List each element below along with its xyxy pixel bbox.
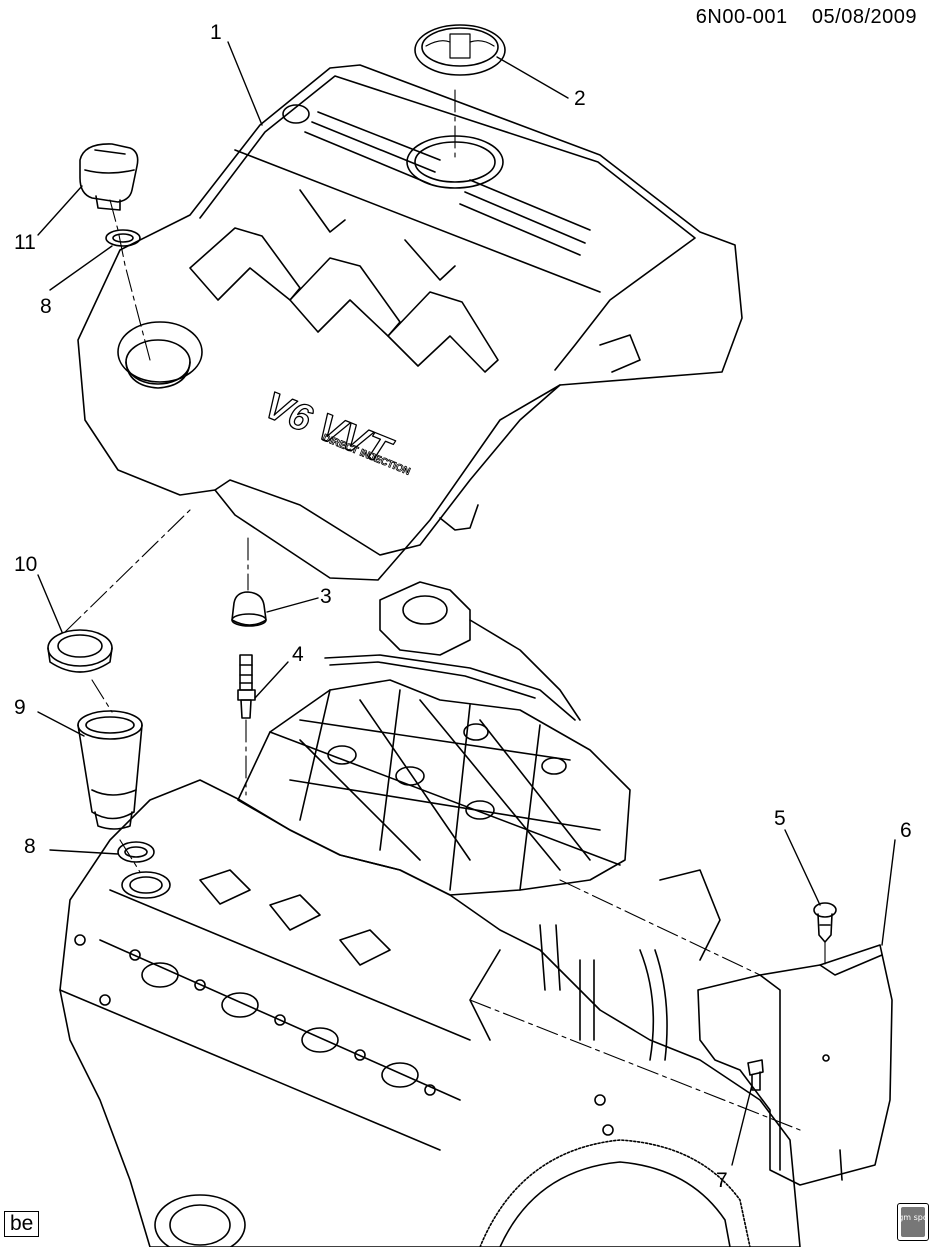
cover-isolator (231, 591, 267, 627)
emblem (414, 24, 506, 76)
callout-8-lower: 8 (24, 835, 36, 858)
callout-9: 9 (14, 696, 26, 719)
intake-manifold (237, 581, 631, 896)
callout-6: 6 (900, 819, 912, 842)
oil-fill-cap (79, 143, 139, 211)
oil-cap-seal-upper (105, 229, 141, 247)
callout-11: 11 (14, 231, 36, 254)
shield-bolt (747, 1059, 764, 1091)
assembly-lines (64, 89, 826, 1131)
diagram-header: 6N00-001 05/08/2009 (696, 6, 917, 29)
leader-lines (37, 41, 896, 1166)
callout-4: 4 (292, 643, 304, 666)
gm-spo-logo-text: gm spo (898, 1213, 928, 1222)
push-pin-retainer (813, 902, 837, 943)
view-code-box: be (4, 1210, 40, 1237)
engine-block (59, 779, 801, 1247)
oil-fill-tube (77, 710, 143, 830)
callout-2: 2 (574, 87, 586, 110)
callout-5: 5 (774, 807, 786, 830)
callout-10: 10 (14, 553, 38, 576)
callout-3: 3 (320, 585, 332, 608)
cover-stud (237, 654, 256, 719)
callout-1: 1 (210, 21, 222, 44)
callout-7: 7 (716, 1169, 728, 1192)
callout-8-upper: 8 (40, 295, 52, 318)
gm-spo-logo: gm spo (897, 1203, 929, 1241)
timing-cover-shield (697, 944, 893, 1186)
grommet (47, 629, 113, 673)
engine-cover (77, 64, 743, 581)
diagram-date: 05/08/2009 (811, 6, 917, 28)
oil-fill-seal-lower (117, 841, 155, 863)
diagram-code: 6N00-001 (695, 6, 788, 28)
